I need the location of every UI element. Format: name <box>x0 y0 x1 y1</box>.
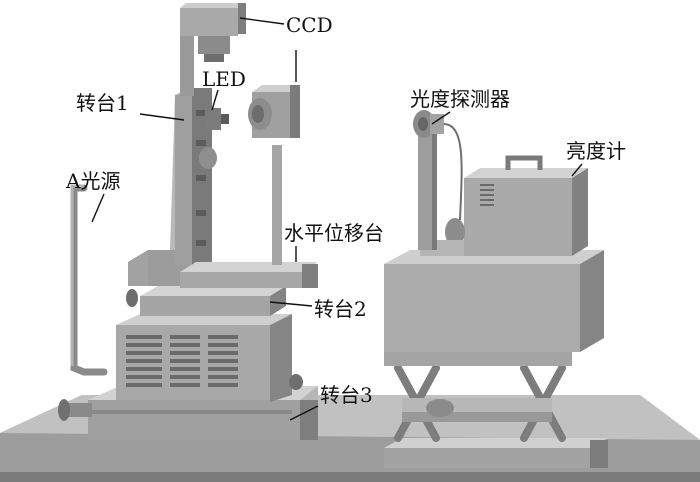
label-photometric-detector: 光度探测器 <box>410 87 510 111</box>
horizontal-stage <box>180 145 318 288</box>
leader-led <box>211 89 219 111</box>
turntable3-knob <box>58 399 92 421</box>
leader-turntable2 <box>269 301 313 307</box>
a-light-source-pipe-shade <box>70 184 84 366</box>
ccd-camera-lens <box>198 36 230 62</box>
scissor-lift-base <box>384 438 608 468</box>
label-turntable2: 转台2 <box>314 297 367 321</box>
luminance-meter-platform-block <box>384 250 604 352</box>
ccd-detector-head <box>248 85 300 138</box>
photometric-detector-post <box>418 128 437 250</box>
a-light-source-pipe <box>70 184 108 376</box>
photometric-detector-head <box>413 110 463 221</box>
label-luminance-meter: 亮度计 <box>566 139 626 163</box>
leader-photometric <box>431 111 451 125</box>
label-turntable3: 转台3 <box>320 383 373 407</box>
luminance-meter-box <box>420 155 588 256</box>
leader-turntable3 <box>289 405 319 421</box>
leader-luminance <box>571 163 583 177</box>
label-led: LED <box>202 67 246 91</box>
led-module <box>205 108 229 130</box>
label-ccd: CCD <box>286 13 333 37</box>
leader-lines <box>91 17 583 421</box>
label-turntable1: 转台1 <box>76 91 129 115</box>
main-column <box>128 88 217 286</box>
leader-turntable1 <box>139 113 185 121</box>
scissor-lift-middle-platform <box>402 398 552 422</box>
turntable2 <box>126 286 286 316</box>
vented-cabinet <box>116 314 303 402</box>
leader-a-light <box>91 193 105 223</box>
label-a-light-source: A光源 <box>66 169 121 193</box>
leader-ccd-camera <box>239 17 285 25</box>
label-horizontal-stage: 水平位移台 <box>284 221 384 245</box>
